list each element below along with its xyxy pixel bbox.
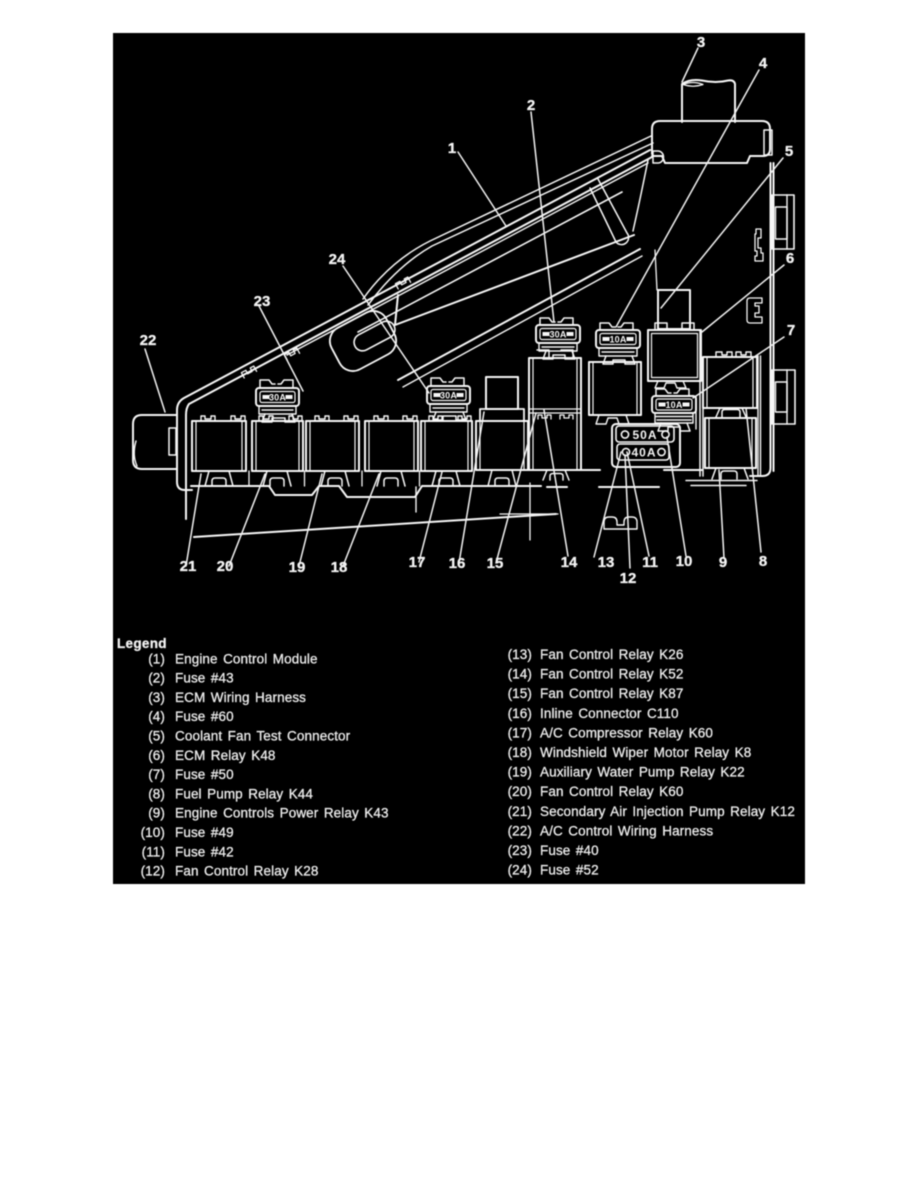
svg-text:(5): (5) [148, 729, 165, 744]
svg-text:Legend: Legend [117, 636, 167, 651]
svg-text:23: 23 [254, 293, 271, 310]
svg-text:Fuse #50: Fuse #50 [175, 767, 234, 782]
svg-text:ECM Relay K48: ECM Relay K48 [175, 748, 276, 763]
svg-text:Windshield Wiper Motor Relay K: Windshield Wiper Motor Relay K8 [540, 745, 751, 760]
svg-text:15: 15 [487, 555, 504, 572]
svg-text:5: 5 [785, 143, 793, 160]
svg-text:Secondary Air Injection Pump R: Secondary Air Injection Pump Relay K12 [540, 804, 795, 819]
svg-text:(17): (17) [508, 725, 532, 740]
svg-text:21: 21 [180, 558, 197, 575]
svg-text:10A: 10A [665, 400, 682, 410]
svg-text:Fuse #49: Fuse #49 [175, 825, 234, 840]
svg-text:(6): (6) [148, 748, 165, 763]
svg-text:(14): (14) [508, 667, 532, 682]
svg-text:30A: 30A [269, 393, 286, 403]
svg-text:Auxiliary Water Pump Relay K22: Auxiliary Water Pump Relay K22 [540, 765, 745, 780]
svg-text:30A: 30A [549, 330, 566, 340]
svg-text:(20): (20) [508, 784, 532, 799]
svg-text:11: 11 [642, 554, 658, 571]
svg-text:16: 16 [449, 555, 466, 572]
svg-text:(10): (10) [141, 825, 165, 840]
svg-text:12: 12 [620, 570, 637, 587]
svg-text:(16): (16) [508, 706, 532, 721]
svg-text:(11): (11) [142, 844, 165, 859]
svg-text:Fuse #43: Fuse #43 [175, 671, 234, 686]
svg-text:3: 3 [697, 34, 705, 51]
svg-text:10A: 10A [609, 335, 626, 345]
svg-text:17: 17 [409, 554, 426, 571]
svg-text:(3): (3) [148, 690, 165, 705]
svg-text:30A: 30A [440, 391, 457, 401]
svg-text:(1): (1) [148, 651, 165, 666]
svg-text:(13): (13) [508, 647, 532, 662]
svg-text:Coolant Fan Test Connector: Coolant Fan Test Connector [175, 729, 351, 744]
svg-text:(12): (12) [141, 864, 165, 879]
svg-text:(19): (19) [508, 765, 532, 780]
svg-text:50A: 50A [632, 428, 657, 442]
svg-text:6: 6 [786, 250, 794, 267]
svg-text:1: 1 [448, 140, 456, 157]
svg-text:9: 9 [719, 554, 727, 571]
svg-text:(15): (15) [508, 686, 532, 701]
svg-text:Fuse #42: Fuse #42 [175, 844, 234, 859]
svg-text:(4): (4) [148, 709, 165, 724]
svg-text:(18): (18) [508, 745, 532, 760]
svg-text:13: 13 [598, 554, 615, 571]
svg-text:22: 22 [140, 332, 157, 349]
svg-text:ECM Wiring Harness: ECM Wiring Harness [175, 690, 306, 705]
svg-text:Fuel Pump Relay K44: Fuel Pump Relay K44 [175, 786, 313, 801]
svg-text:19: 19 [289, 559, 306, 576]
svg-text:18: 18 [331, 559, 348, 576]
svg-text:(23): (23) [508, 843, 532, 858]
svg-text:24: 24 [329, 251, 346, 268]
svg-text:(7): (7) [148, 767, 165, 782]
svg-text:A/C Control Wiring Harness: A/C Control Wiring Harness [540, 823, 713, 838]
svg-text:Fan Control Relay K87: Fan Control Relay K87 [540, 686, 683, 701]
svg-text:(21): (21) [508, 804, 532, 819]
svg-text:14: 14 [561, 554, 578, 571]
svg-text:Fan Control Relay K60: Fan Control Relay K60 [540, 784, 683, 799]
svg-text:8: 8 [759, 553, 767, 570]
svg-text:40A: 40A [631, 446, 656, 460]
svg-text:4: 4 [759, 55, 768, 72]
svg-text:Inline Connector C110: Inline Connector C110 [540, 706, 679, 721]
svg-text:10: 10 [676, 553, 693, 570]
svg-text:(22): (22) [508, 823, 532, 838]
svg-text:Engine Control Module: Engine Control Module [175, 651, 318, 666]
svg-text:Engine Controls Power Relay K4: Engine Controls Power Relay K43 [175, 806, 389, 821]
svg-text:Fan Control Relay K28: Fan Control Relay K28 [175, 864, 318, 879]
svg-text:Fan Control Relay K26: Fan Control Relay K26 [540, 647, 683, 662]
svg-text:(2): (2) [148, 671, 165, 686]
svg-text:A/C Compressor Relay K60: A/C Compressor Relay K60 [540, 725, 713, 740]
svg-text:7: 7 [787, 322, 795, 339]
svg-text:(8): (8) [148, 786, 165, 801]
svg-text:20: 20 [217, 558, 234, 575]
svg-text:2: 2 [527, 97, 535, 114]
svg-text:Fan Control Relay K52: Fan Control Relay K52 [540, 667, 683, 682]
svg-text:Fuse #52: Fuse #52 [540, 863, 599, 878]
svg-text:(24): (24) [508, 863, 532, 878]
svg-text:(9): (9) [148, 806, 165, 821]
svg-text:Fuse #40: Fuse #40 [540, 843, 599, 858]
svg-text:Fuse #60: Fuse #60 [175, 709, 234, 724]
